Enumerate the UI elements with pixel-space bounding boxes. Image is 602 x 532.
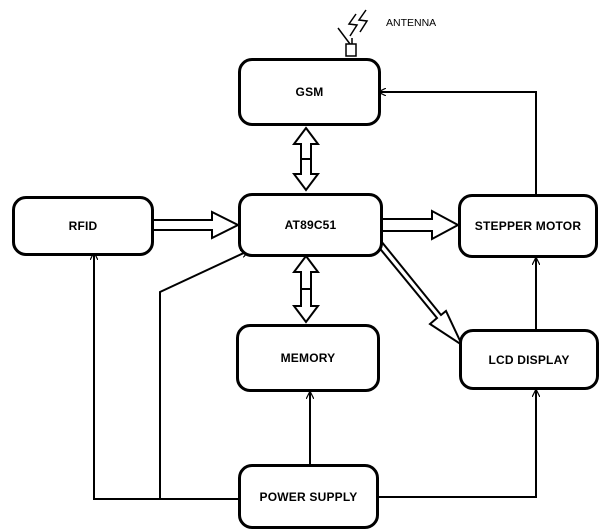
gsm-block: GSM xyxy=(238,58,381,126)
rfid-mcu-arrow xyxy=(151,210,241,240)
lcd-display-block: LCD DISPLAY xyxy=(459,329,599,390)
power-rfid-line xyxy=(94,253,238,500)
stepper-gsm-line xyxy=(379,92,537,195)
power-mcu-line xyxy=(159,251,248,499)
mcu-block: AT89C51 xyxy=(238,193,383,257)
rfid-block: RFID xyxy=(12,196,154,256)
antenna-label: ANTENNA xyxy=(386,17,437,29)
antenna-icon xyxy=(337,9,369,57)
stepper-motor-block: STEPPER MOTOR xyxy=(458,194,598,258)
mcu-lcd-arrow xyxy=(375,239,465,348)
power-supply-block: POWER SUPPLY xyxy=(238,464,379,529)
mcu-stepper-arrow xyxy=(380,209,461,241)
power-lcd-line xyxy=(378,390,536,498)
memory-block: MEMORY xyxy=(236,324,380,392)
